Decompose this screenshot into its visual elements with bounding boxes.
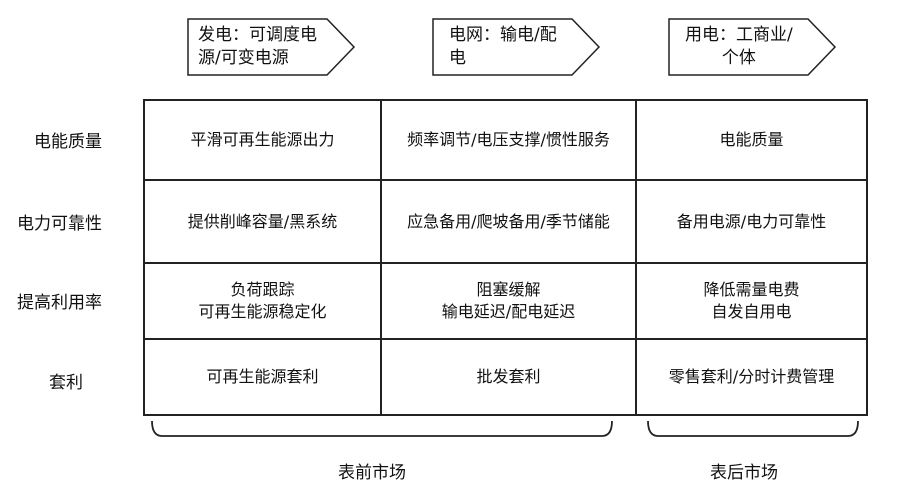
cell-text: 批发套利 [476,367,541,386]
cell-text: 可再生能源套利 [206,367,319,386]
header-arrow-line: 用电：工商业/ [685,25,793,45]
cell-text: 零售套利/分时计费管理 [668,367,835,386]
header-arrow-line: 电网：输电/配 [449,25,557,45]
row-label-reliability: 电力可靠性 [17,214,102,234]
grid-cell: 负荷跟踪 可再生能源稳定化 [145,264,382,340]
cell-text: 平滑可再生能源出力 [190,130,335,149]
market-label-behind-meter: 表后市场 [710,463,778,483]
header-arrow-generation: 发电：可调度电 源/可变电源 [187,18,357,76]
arrow-shape-icon [432,18,601,76]
cell-text: 备用电源/电力可靠性 [676,211,827,231]
header-arrow-text: 用电：工商业/ 个体 [685,24,793,70]
cell-text: 阻塞缓解 [476,280,541,299]
arrow-shape-icon [668,18,837,76]
header-arrow-line: 电 [449,48,466,68]
header-arrow-line: 发电：可调度电 [198,25,317,45]
cell-text: 提供削峰容量/黑系统 [187,211,338,231]
application-grid: 平滑可再生能源出力 频率调节/电压支撑/惯性服务 电能质量 提供削峰容量/黑系统… [143,99,868,416]
header-arrow-text: 发电：可调度电 源/可变电源 [198,24,317,70]
header-arrow-consumption: 用电：工商业/ 个体 [668,18,838,76]
bracket-behind-meter-icon [647,420,859,437]
header-arrow-grid: 电网：输电/配 电 [432,18,602,76]
grid-cell: 阻塞缓解 输电延迟/配电延迟 [382,264,637,340]
bracket-front-of-meter-icon [151,420,613,437]
row-label-power-quality: 电能质量 [34,132,102,152]
market-label-front-of-meter: 表前市场 [338,463,406,483]
cell-text: 降低需量电费 [703,280,800,299]
header-arrow-text: 电网：输电/配 电 [449,24,557,70]
grid-cell: 提供削峰容量/黑系统 [145,181,382,264]
cell-text: 电能质量 [719,130,784,149]
grid-cell: 平滑可再生能源出力 [145,101,382,181]
grid-cell: 降低需量电费 自发自用电 [637,264,866,340]
header-arrow-line: 个体 [721,48,756,68]
grid-cell: 应急备用/爬坡备用/季节储能 [382,181,637,264]
header-arrow-line: 源/可变电源 [198,48,289,68]
row-label-arbitrage: 套利 [49,373,83,393]
grid-cell: 备用电源/电力可靠性 [637,181,866,264]
cell-text: 负荷跟踪 [230,280,295,299]
arrow-shape-icon [187,18,356,76]
grid-cell: 零售套利/分时计费管理 [637,340,866,414]
grid-cell: 可再生能源套利 [145,340,382,414]
grid-cell: 频率调节/电压支撑/惯性服务 [382,101,637,181]
grid-cell: 批发套利 [382,340,637,414]
grid-cell: 电能质量 [637,101,866,181]
row-label-utilization: 提高利用率 [17,293,102,313]
cell-text: 可再生能源稳定化 [198,302,327,321]
cell-text: 自发自用电 [711,302,792,321]
cell-text: 应急备用/爬坡备用/季节储能 [407,211,610,231]
cell-text: 频率调节/电压支撑/惯性服务 [407,130,610,149]
cell-text: 输电延迟/配电延迟 [441,302,576,321]
